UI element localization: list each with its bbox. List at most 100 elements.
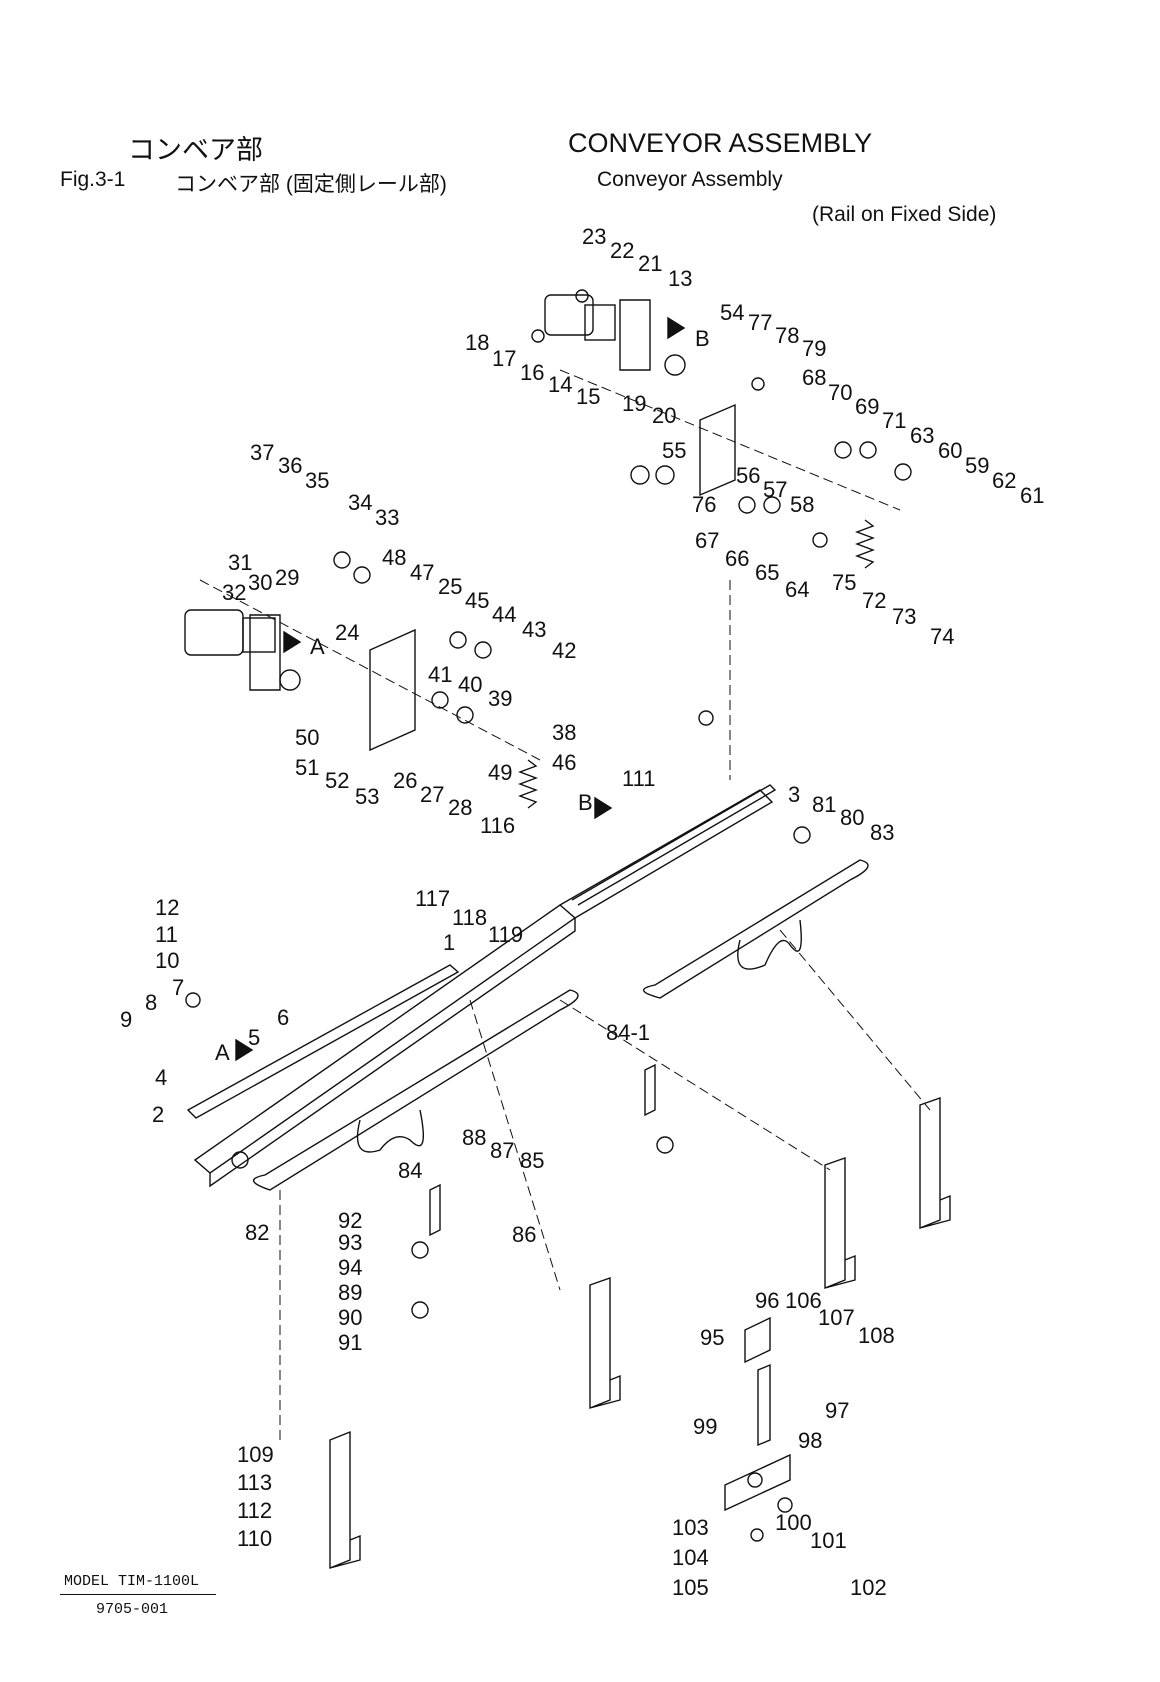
callout-label: 38 [552, 720, 576, 745]
spring-46 [518, 759, 538, 809]
callout-label: 25 [438, 574, 462, 599]
callout-label: 11 [155, 922, 178, 947]
arrow-b-upper-icon [667, 316, 686, 340]
callout-label: 44 [492, 602, 516, 627]
callout-label: 72 [862, 588, 886, 613]
callout-label: 17 [492, 346, 516, 371]
motor-a [184, 609, 244, 656]
callout-label: 35 [305, 468, 329, 493]
callout-label: 77 [748, 310, 772, 335]
callout-label: 99 [693, 1414, 717, 1439]
callout-label: 22 [610, 238, 634, 263]
spring-72 [855, 519, 875, 569]
callout-label: 43 [522, 617, 546, 642]
cylinder-97 [757, 1363, 771, 1447]
callout-label: 58 [790, 492, 814, 517]
motor-b [544, 294, 594, 336]
callout-label: 69 [855, 394, 879, 419]
callout-label: 54 [720, 300, 744, 325]
figure-number: Fig.3-1 [60, 168, 126, 191]
direction-marker-a: A [215, 1040, 230, 1065]
callout-label: 56 [736, 463, 760, 488]
direction-marker-a: A [310, 634, 325, 659]
callout-label: 12 [155, 895, 179, 920]
plate-99 [724, 1453, 791, 1512]
bracket-13-a [249, 614, 281, 691]
callout-label: 94 [338, 1255, 362, 1280]
bracket-13-b [619, 299, 651, 371]
callout-label: 68 [802, 365, 826, 390]
callout-label: 23 [582, 224, 606, 249]
callout-label: 48 [382, 545, 406, 570]
bracket-96 [744, 1316, 771, 1364]
pulley-19-a [279, 669, 301, 691]
callout-label: 59 [965, 453, 989, 478]
callout-label: 62 [992, 468, 1016, 493]
callout-label: 106 [785, 1288, 822, 1313]
callout-label: 30 [248, 570, 272, 595]
callout-label: 46 [552, 750, 576, 775]
arrow-a-upper-icon [283, 630, 302, 654]
callout-label: 91 [338, 1330, 362, 1355]
callout-label: 52 [325, 768, 349, 793]
callout-label: 81 [812, 792, 836, 817]
leg-110-b [589, 1277, 621, 1410]
drawing-geometry [184, 289, 951, 1570]
callout-label: 28 [448, 795, 472, 820]
callout-label: 60 [938, 438, 962, 463]
document-code: 9705-001 [96, 1601, 169, 1618]
callout-label: 64 [785, 577, 809, 602]
callout-label: 117 [415, 886, 450, 911]
leg-110-c [824, 1157, 856, 1290]
callout-label: 88 [462, 1125, 486, 1150]
callout-label: 71 [882, 408, 906, 433]
callout-label: 101 [810, 1528, 847, 1553]
callout-label: 55 [662, 438, 686, 463]
callout-label: 104 [672, 1545, 709, 1570]
callout-label: 31 [228, 550, 252, 575]
callout-label: 100 [775, 1510, 812, 1535]
belt-82 [253, 989, 579, 1191]
side-plate-25 [369, 628, 416, 752]
callout-label: 70 [828, 380, 852, 405]
callout-label: 42 [552, 638, 576, 663]
callout-label: 41 [428, 662, 452, 687]
callout-label: 26 [393, 768, 417, 793]
callout-label: 57 [763, 477, 787, 502]
callout-label: 50 [295, 725, 319, 750]
callout-label: 47 [410, 560, 434, 585]
callout-label: 45 [465, 588, 489, 613]
callout-label: 2 [152, 1102, 164, 1127]
callout-label: 13 [668, 266, 692, 291]
callout-label: 80 [840, 805, 864, 830]
guide-84 [429, 1183, 441, 1237]
arrow-b-lower-icon [594, 796, 613, 820]
leg-110-a [329, 1430, 361, 1570]
belt-83 [643, 859, 869, 999]
callout-label: 15 [576, 384, 600, 409]
callout-label: 3 [788, 782, 800, 807]
callout-label: 24 [335, 620, 359, 645]
callout-label: 73 [892, 604, 916, 629]
callout-label: 105 [672, 1575, 709, 1600]
callout-labels: 23 22 21 13 18 17 16 14 15 54 77 78 79 1… [120, 224, 1044, 1600]
callout-label: 111 [622, 766, 655, 791]
callout-label: 14 [548, 372, 572, 397]
callout-label: 98 [798, 1428, 822, 1453]
callout-label: 51 [295, 755, 319, 780]
figure-caption-en: Conveyor Assembly [597, 168, 783, 191]
direction-marker-b: B [578, 790, 593, 815]
callout-label: 65 [755, 560, 779, 585]
callout-label: 8 [145, 990, 157, 1015]
callout-label: 53 [355, 784, 379, 809]
callout-label: 63 [910, 423, 934, 448]
direction-marker-b: B [695, 326, 710, 351]
callout-label: 84 [398, 1158, 422, 1183]
callout-label: 102 [850, 1575, 887, 1600]
callout-label: 112 [237, 1498, 272, 1523]
callout-label: 113 [237, 1470, 272, 1495]
callout-label: 82 [245, 1220, 269, 1245]
callout-label: 119 [488, 922, 523, 947]
section-title-en: CONVEYOR ASSEMBLY [568, 128, 873, 158]
